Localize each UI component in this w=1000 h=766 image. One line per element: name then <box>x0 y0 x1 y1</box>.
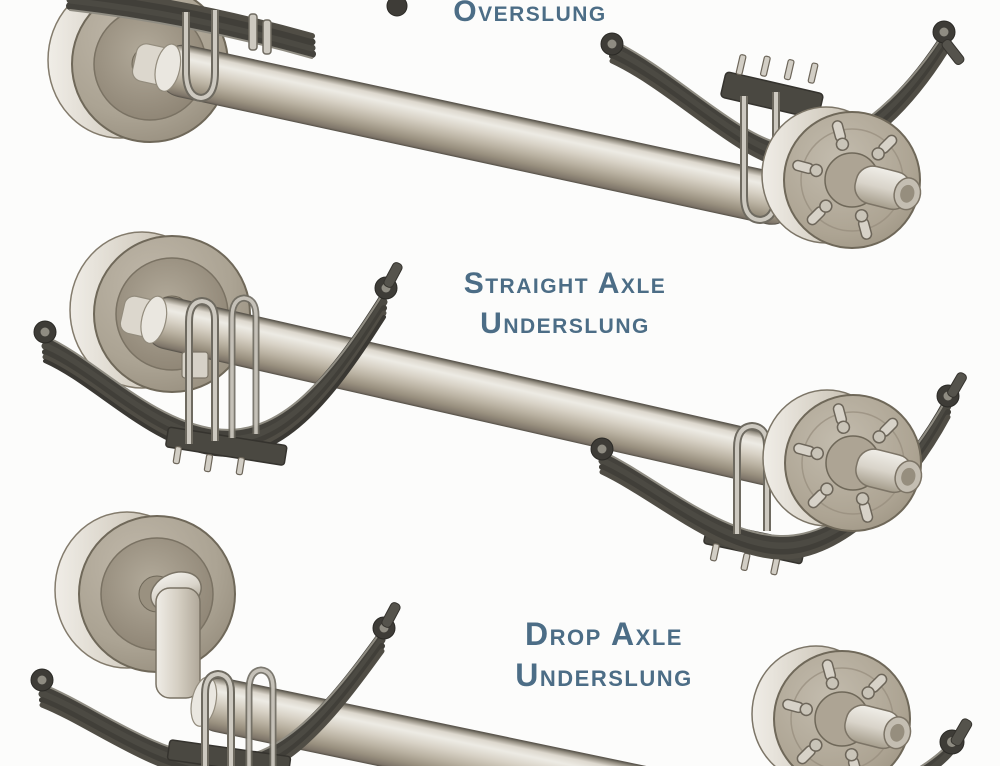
spring-plate-left <box>165 426 288 476</box>
leaf-spring-right <box>590 372 967 557</box>
caption-drop-axle-underslung: Drop Axle Underslung <box>454 614 754 696</box>
drop-arm <box>150 571 202 699</box>
axle-illustration-straight-underslung <box>33 231 967 576</box>
hub-drum <box>761 106 926 249</box>
caption-overslung: Overslung <box>370 0 690 30</box>
spring-shackle <box>372 602 401 640</box>
spring-eye <box>33 320 57 344</box>
caption-line: Underslung <box>515 657 693 693</box>
axle-tube <box>131 43 797 225</box>
spring-shackle <box>374 262 403 300</box>
u-bolts-left <box>201 666 277 766</box>
axle-illustration-drop-underslung <box>30 511 973 766</box>
spring-clamp-right <box>720 54 824 120</box>
leaf-spring-left <box>30 602 401 766</box>
spring-eye <box>30 668 54 692</box>
spring-shackle <box>939 718 973 755</box>
caption-line: Underslung <box>480 307 650 340</box>
leaf-spring-right <box>600 20 965 167</box>
spring-shackle <box>936 372 967 408</box>
caption-line: Straight Axle <box>463 267 667 300</box>
brake-drum <box>54 511 236 673</box>
u-bolts-left <box>182 10 272 103</box>
spring-eye <box>590 437 614 461</box>
spring-eye <box>600 32 624 56</box>
leaf-spring-right <box>886 718 973 766</box>
axle-tube <box>119 295 792 486</box>
spring-shackle <box>932 20 965 65</box>
hub-drum <box>762 389 927 532</box>
leaf-spring-left <box>33 262 403 457</box>
hub-drum <box>751 645 916 766</box>
caption-line: Drop Axle <box>525 616 683 652</box>
leaf-spring-left <box>70 0 408 59</box>
u-bolts-left <box>185 294 260 444</box>
caption-line: Overslung <box>453 0 607 28</box>
caption-straight-axle-underslung: Straight Axle Underslung <box>415 264 715 344</box>
axle-illustration-overslung <box>47 0 965 249</box>
